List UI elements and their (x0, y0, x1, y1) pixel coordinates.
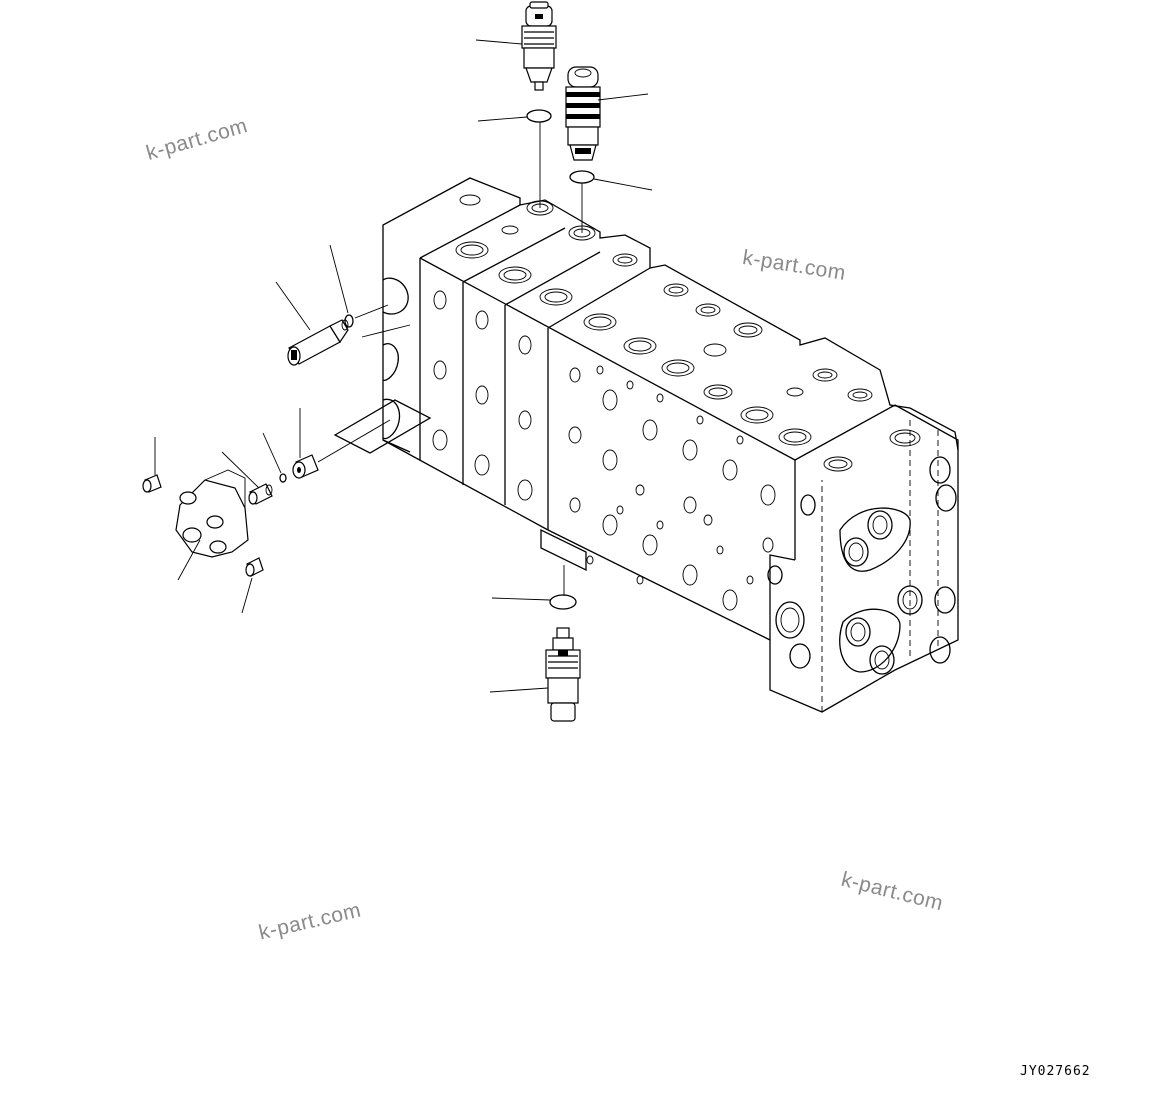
top-ports (455, 194, 921, 472)
plug-left (287, 319, 349, 366)
spool (248, 483, 273, 505)
leader-line (241, 577, 253, 614)
assembly-line (317, 419, 391, 463)
cover-assembly (175, 469, 249, 558)
end-flange-ports (767, 456, 957, 675)
leader-line (597, 93, 649, 101)
leader-line (329, 244, 349, 314)
assembly-line (354, 304, 389, 319)
control-valve-body (333, 177, 959, 713)
front-holes (432, 290, 776, 611)
ball (279, 473, 287, 483)
relief-valve-top-left (521, 1, 557, 91)
o-ring (526, 109, 552, 123)
leader-line (221, 451, 260, 489)
leader-line (475, 39, 523, 45)
leader-line (477, 116, 528, 122)
leader-line (177, 539, 201, 581)
small-plug (142, 474, 162, 493)
leader-line (593, 178, 653, 191)
relief-valve-top-right (565, 66, 601, 161)
seat (292, 454, 319, 479)
leader-line (491, 597, 551, 601)
relief-valve-bottom (545, 627, 581, 722)
o-ring (569, 170, 595, 184)
o-ring (344, 314, 354, 328)
leader-line (489, 687, 549, 693)
bottom-cover-plate (540, 528, 587, 572)
left-cover-plate (333, 399, 432, 454)
leader-line (262, 432, 282, 474)
leader-line (275, 281, 311, 331)
drawing-code: JY027662 (1020, 1064, 1091, 1079)
o-ring (549, 594, 577, 610)
lower-plug (245, 557, 264, 577)
assembly-line (361, 324, 411, 338)
